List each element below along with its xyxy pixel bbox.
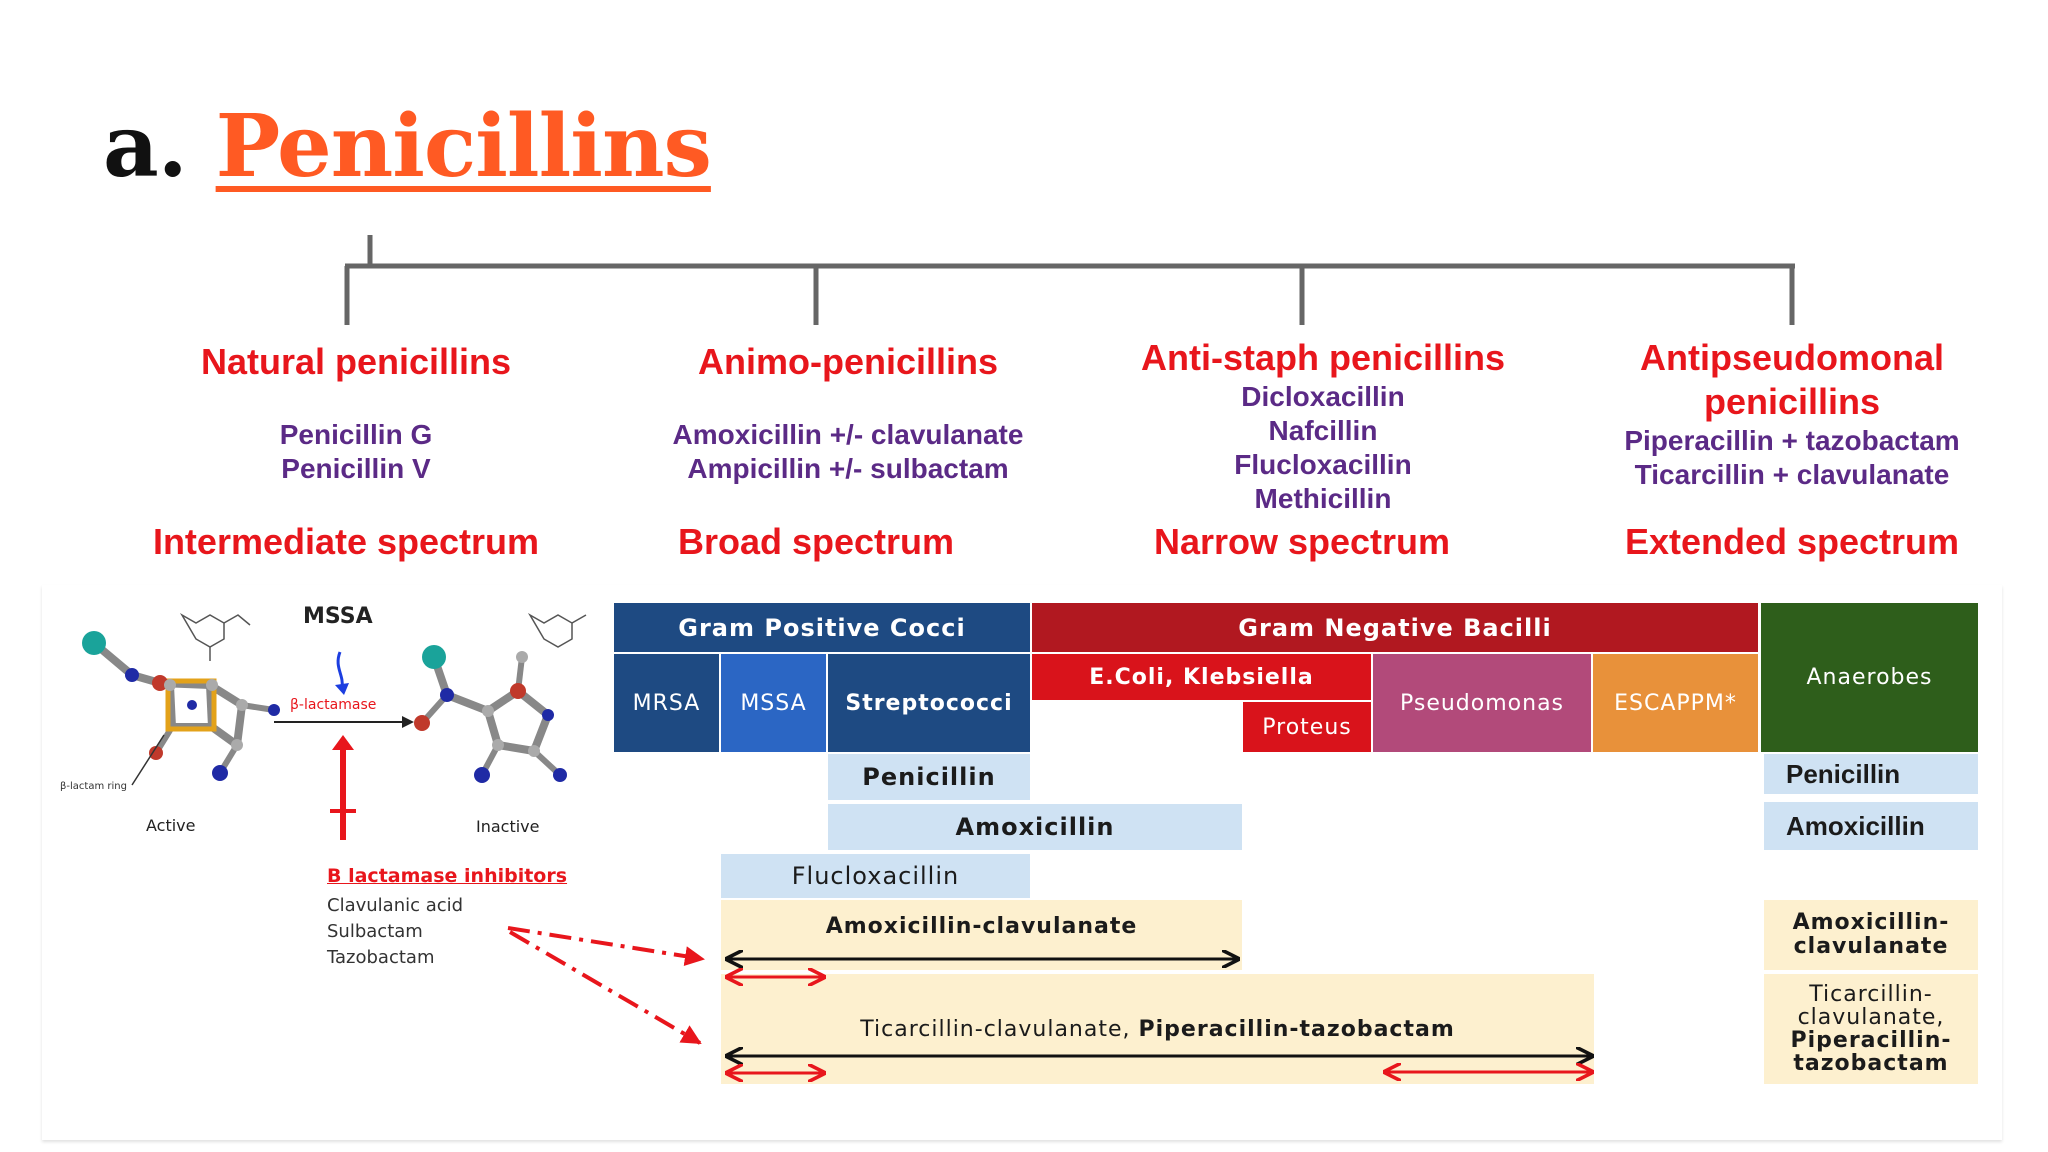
drug-item: Dicloxacillin xyxy=(1241,381,1405,412)
inactive-label: Inactive xyxy=(476,817,540,836)
category-amino-spectrum: Broad spectrum xyxy=(677,521,955,562)
title-prefix: a. xyxy=(103,96,188,197)
ana-ticar-line: Ticarcillin- xyxy=(1809,982,1933,1007)
piperacillin-label: Piperacillin-tazobactam xyxy=(1138,1016,1455,1042)
ana-ticarcillin-piperacillin: Ticarcillin- clavulanate, Piperacillin- … xyxy=(1764,974,1978,1084)
coverage-arrows xyxy=(507,926,2048,1100)
mssa-arrow xyxy=(336,651,344,688)
drug-item: Penicillin V xyxy=(281,453,431,484)
ana-pip-line: tazobactam xyxy=(1793,1051,1949,1076)
header-gram-negative: Gram Negative Bacilli xyxy=(1032,603,1758,652)
cell-streptococci: Streptococci xyxy=(828,654,1030,752)
drug-item: Amoxicillin +/- clavulanate xyxy=(672,419,1024,450)
structure-formula-icon xyxy=(179,612,251,661)
drug-item: Piperacillin + tazobactam xyxy=(1624,425,1960,456)
ana-amoxicillin: Amoxicillin xyxy=(1764,802,1978,850)
active-label: Active xyxy=(146,816,196,835)
category-antistaph-spectrum: Narrow spectrum xyxy=(1153,521,1451,562)
category-natural-spectrum: Intermediate spectrum xyxy=(152,521,540,562)
inhibitors-list: Clavulanic acid Sulbactam Tazobactam xyxy=(327,893,463,971)
category-antipseudo-spectrum: Extended spectrum xyxy=(1624,521,1960,562)
mssa-label: MSSA xyxy=(303,604,373,629)
category-natural-heading: Natural penicillins xyxy=(200,341,512,382)
cell-pseudomonas: Pseudomonas xyxy=(1373,654,1591,752)
category-amino-heading: Animo-penicillins xyxy=(697,341,999,382)
ana-penicillin: Penicillin xyxy=(1764,754,1978,794)
category-amino-drugs: Amoxicillin +/- clavulanate Ampicillin +… xyxy=(628,418,1068,486)
ana-amoxclav-line: clavulanate xyxy=(1793,934,1949,959)
ana-pip-line: Piperacillin- xyxy=(1790,1028,1952,1053)
inhibitors-title: B lactamase inhibitors xyxy=(327,865,568,887)
header-gram-positive: Gram Positive Cocci xyxy=(614,603,1030,652)
title-word: Penicillins xyxy=(215,96,712,197)
cell-mssa: MSSA xyxy=(721,654,826,752)
category-antistaph-heading: Anti-staph penicillins xyxy=(1140,337,1506,378)
category-antipseudo-heading: Antipseudomonal penicillins xyxy=(1640,337,1944,422)
category-antistaph-drugs: Dicloxacillin Nafcillin Flucloxacillin M… xyxy=(1113,380,1533,516)
beta-lactamase-label: β-lactamase xyxy=(290,697,377,713)
tree-connectors xyxy=(344,235,1795,325)
beta-lactam-mechanism-illustration xyxy=(82,612,587,840)
cell-ecoli-klebsiella: E.Coli, Klebsiella xyxy=(1032,654,1371,700)
bar-flucloxacillin: Flucloxacillin xyxy=(721,854,1030,898)
cell-escappm: ESCAPPM* xyxy=(1593,654,1758,752)
ana-amoxicillin-clavulanate: Amoxicillin- clavulanate xyxy=(1764,900,1978,970)
drug-item: Penicillin G xyxy=(279,419,433,450)
ticarcillin-label: Ticarcillin-clavulanate, xyxy=(860,1016,1139,1042)
header-anaerobes: Anaerobes xyxy=(1761,603,1978,752)
drug-item: Flucloxacillin xyxy=(1234,449,1412,480)
page-title: a. Penicillins xyxy=(103,104,712,190)
inhibitor-arrow-2 xyxy=(508,930,702,1045)
inhibitor-item: Tazobactam xyxy=(327,947,435,968)
inhibitor-item: Clavulanic acid xyxy=(327,895,464,916)
structure-formula-right-icon xyxy=(527,612,587,648)
drug-item: Ticarcillin + clavulanate xyxy=(1634,459,1950,490)
beta-lactam-ring-label: β-lactam ring xyxy=(60,781,127,792)
bar-penicillin: Penicillin xyxy=(828,754,1030,800)
category-natural-drugs: Penicillin G Penicillin V xyxy=(156,418,556,486)
drug-item: Ampicillin +/- sulbactam xyxy=(687,453,1009,484)
active-molecule-icon xyxy=(82,631,280,786)
inhibitor-item: Sulbactam xyxy=(327,921,423,942)
bar-amoxicillin: Amoxicillin xyxy=(828,804,1242,850)
cell-mrsa: MRSA xyxy=(614,654,719,752)
ana-ticar-line: clavulanate, xyxy=(1797,1005,1945,1030)
category-antipseudo-drugs: Piperacillin + tazobactam Ticarcillin + … xyxy=(1582,424,2002,492)
drug-item: Nafcillin xyxy=(1268,415,1378,446)
drug-item: Methicillin xyxy=(1254,483,1392,514)
inhibitor-arrow-1 xyxy=(507,926,705,967)
inactive-molecule-icon xyxy=(414,645,567,783)
ana-amoxclav-line: Amoxicillin- xyxy=(1792,910,1950,935)
cell-proteus: Proteus xyxy=(1243,702,1371,752)
